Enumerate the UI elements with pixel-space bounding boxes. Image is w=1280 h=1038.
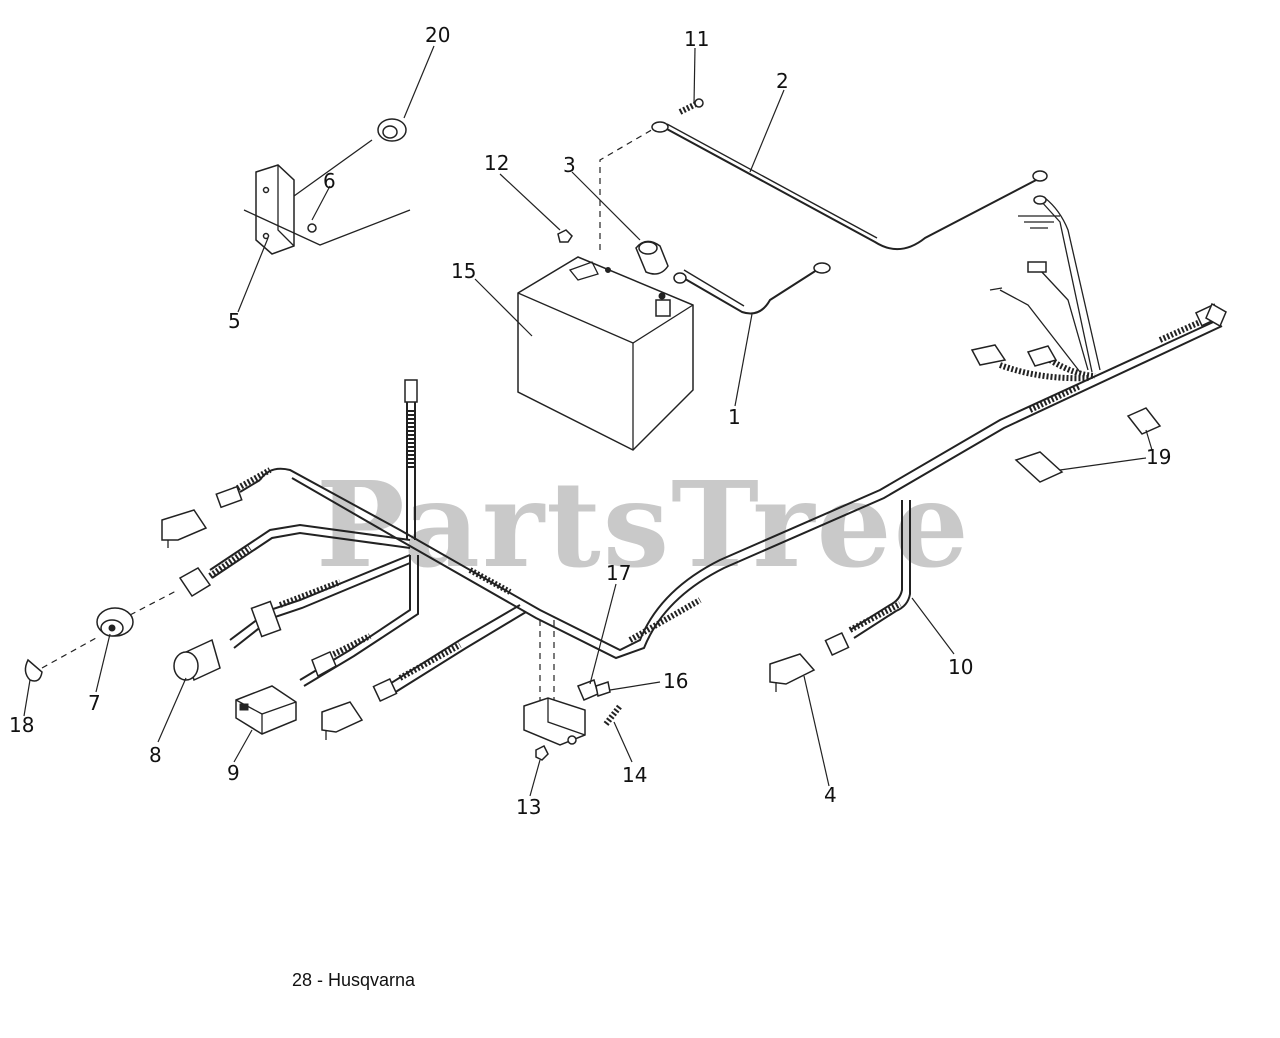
callout-8: 8 bbox=[149, 743, 162, 767]
callout-4: 4 bbox=[824, 783, 837, 807]
callout-3: 3 bbox=[563, 153, 576, 177]
main-harness bbox=[218, 302, 1227, 660]
callout-20: 20 bbox=[425, 23, 450, 47]
cable-clips bbox=[1014, 407, 1162, 483]
callout-2: 2 bbox=[776, 69, 789, 93]
switch-bracket bbox=[523, 679, 623, 761]
positive-cable bbox=[651, 121, 1048, 250]
left-upper-lead bbox=[161, 479, 261, 548]
footer-caption: 28 - Husqvarna bbox=[292, 970, 416, 990]
pto-wire bbox=[404, 379, 418, 540]
right-end-connectors bbox=[970, 344, 1096, 382]
bottom-plug-lead bbox=[321, 604, 527, 740]
watermark: PartsTree bbox=[316, 455, 971, 594]
key bbox=[24, 658, 43, 682]
callout-9: 9 bbox=[227, 761, 240, 785]
key-switch-lead bbox=[178, 523, 411, 598]
battery bbox=[517, 256, 694, 451]
callout-11: 11 bbox=[684, 27, 709, 51]
callout-10: 10 bbox=[948, 655, 973, 679]
callout-16: 16 bbox=[663, 669, 688, 693]
negative-cable bbox=[673, 262, 831, 315]
terminal-boot bbox=[635, 240, 669, 275]
callout-14: 14 bbox=[622, 763, 647, 787]
ground-wires bbox=[989, 195, 1101, 373]
key-switch bbox=[96, 607, 134, 637]
callout-15: 15 bbox=[451, 259, 476, 283]
relay-lead bbox=[299, 555, 419, 687]
lamp-lead bbox=[229, 554, 411, 649]
callout-1: 1 bbox=[728, 405, 741, 429]
leader-lines bbox=[23, 45, 1153, 797]
brake-switch-lead bbox=[824, 500, 911, 657]
nut-12 bbox=[557, 229, 573, 243]
callout-18: 18 bbox=[9, 713, 34, 737]
bolt-11 bbox=[678, 98, 704, 115]
mounting-bracket bbox=[243, 118, 411, 255]
seat-switch-lead bbox=[539, 620, 555, 700]
solenoid bbox=[235, 685, 297, 735]
callout-13: 13 bbox=[516, 795, 541, 819]
callout-19: 19 bbox=[1146, 445, 1171, 469]
callout-6: 6 bbox=[323, 169, 336, 193]
callout-5: 5 bbox=[228, 309, 241, 333]
brake-switch bbox=[769, 653, 816, 692]
callout-7: 7 bbox=[88, 691, 101, 715]
callout-12: 12 bbox=[484, 151, 509, 175]
callout-17: 17 bbox=[606, 561, 631, 585]
lamp-socket bbox=[173, 638, 221, 682]
callout-labels: 1 2 3 4 5 6 7 8 9 10 11 12 13 14 15 16 1… bbox=[9, 23, 1171, 819]
